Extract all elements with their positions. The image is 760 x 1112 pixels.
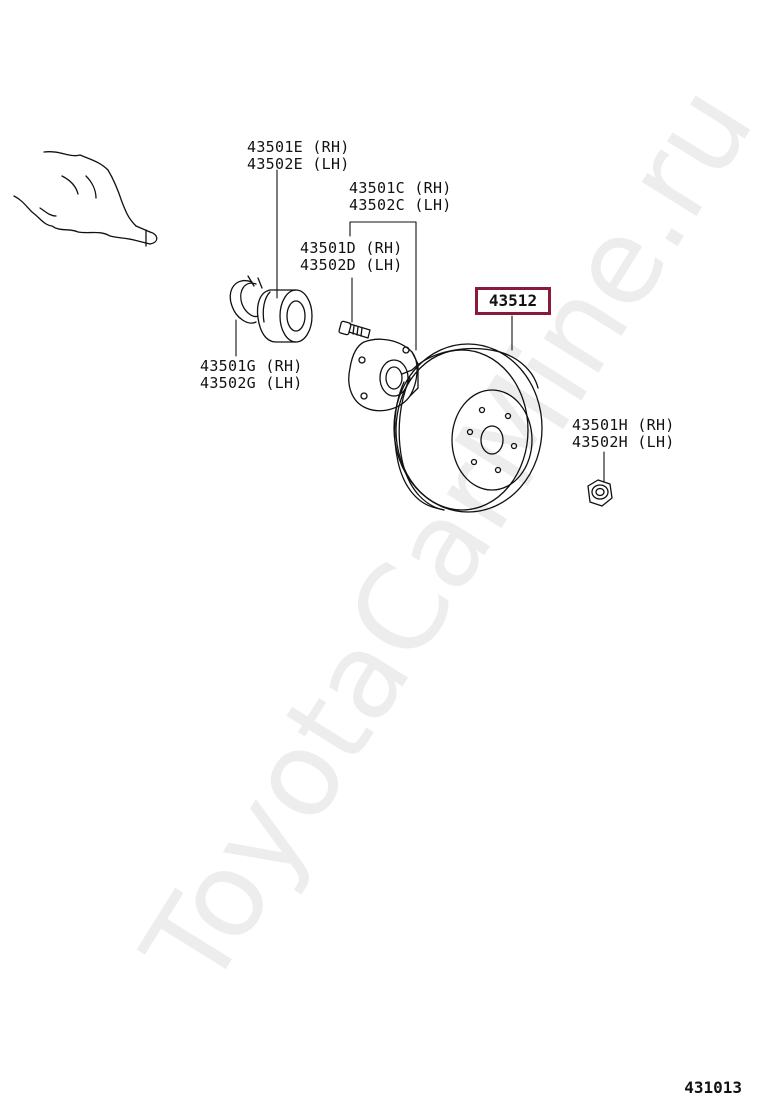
label-43501d: 43501D (RH) (300, 239, 403, 257)
label-43501h: 43501H (RH) (572, 416, 675, 434)
label-43502d: 43502D (LH) (300, 256, 403, 274)
part-43512-callout[interactable]: 43512 (475, 287, 551, 315)
label-43502h: 43502H (LH) (572, 433, 675, 451)
figure-code: 431013 (684, 1078, 742, 1097)
label-43501g: 43501G (RH) (200, 357, 303, 375)
brake-disc-part (393, 343, 543, 513)
snap-ring-part (229, 275, 263, 324)
hub-bolt-part (338, 320, 371, 339)
hub-nut-part (587, 479, 613, 507)
leader-c (349, 221, 417, 351)
label-43501c: 43501C (RH) (349, 179, 452, 197)
label-43502c: 43502C (LH) (349, 196, 452, 214)
hub-flange-part (348, 338, 419, 412)
leader-lines (235, 169, 605, 483)
label-43502e: 43502E (LH) (247, 155, 350, 173)
drive-shaft-boot (13, 151, 158, 247)
label-43502g: 43502G (LH) (200, 374, 303, 392)
bearing-part (256, 289, 313, 343)
label-43501e: 43501E (RH) (247, 138, 350, 156)
